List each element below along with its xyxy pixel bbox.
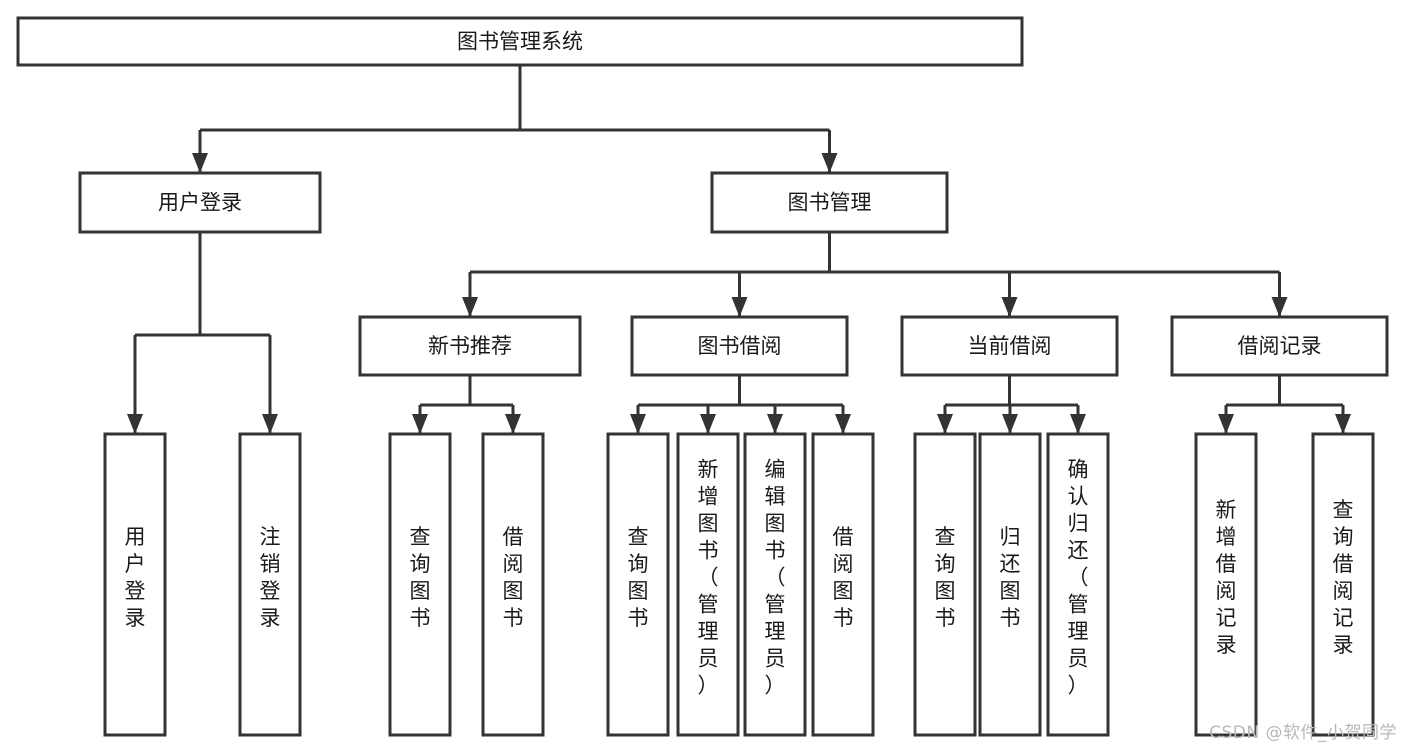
- arrow-head-icon: [731, 297, 748, 317]
- arrow-head-icon: [1271, 297, 1288, 317]
- node-level2[interactable]: 图书管理: [710, 171, 949, 234]
- arrow-head-icon: [1001, 297, 1018, 317]
- node-leaf[interactable]: 查询图书: [606, 432, 670, 737]
- node-label: 查询借阅记录: [1333, 498, 1354, 657]
- node-leaf[interactable]: 借阅图书: [811, 432, 875, 737]
- arrow-head-icon: [412, 414, 428, 434]
- node-leaf[interactable]: 编辑图书（管理员）: [743, 432, 807, 737]
- node-rect[interactable]: [978, 432, 1042, 737]
- node-rect[interactable]: [811, 432, 875, 737]
- arrow-head-icon: [505, 414, 521, 434]
- node-leaf[interactable]: 查询图书: [388, 432, 452, 737]
- node-leaf[interactable]: 借阅图书: [481, 432, 545, 737]
- arrow-head-icon: [835, 414, 851, 434]
- node-rect[interactable]: [238, 432, 302, 737]
- node-leaf[interactable]: 确认归还（管理员）: [1046, 432, 1110, 737]
- node-leaf[interactable]: 归还图书: [978, 432, 1042, 737]
- edges-layer: [127, 65, 1351, 434]
- node-rect[interactable]: [388, 432, 452, 737]
- arrow-head-icon: [127, 414, 143, 434]
- arrow-head-icon: [700, 414, 716, 434]
- node-rect[interactable]: [1046, 432, 1110, 737]
- arrow-head-icon: [937, 414, 953, 434]
- node-label: 归还图书: [1000, 525, 1021, 630]
- node-label: 编辑图书（管理员）: [765, 458, 786, 698]
- node-label: 借阅记录: [1238, 334, 1322, 358]
- node-rect[interactable]: [103, 432, 167, 737]
- node-label: 新增图书（管理员）: [698, 458, 719, 698]
- arrow-head-icon: [192, 153, 208, 173]
- node-level3[interactable]: 借阅记录: [1170, 315, 1389, 377]
- arrow-head-icon: [262, 414, 278, 434]
- arrow-head-icon: [1002, 414, 1018, 434]
- node-rect[interactable]: [1311, 432, 1375, 737]
- node-label: 查询图书: [410, 525, 431, 630]
- node-root[interactable]: 图书管理系统: [16, 16, 1024, 67]
- node-label: 图书管理系统: [457, 30, 583, 54]
- node-label: 借阅图书: [503, 525, 524, 630]
- node-level3[interactable]: 新书推荐: [358, 315, 582, 377]
- node-label: 图书管理: [788, 191, 872, 215]
- node-leaf[interactable]: 新增借阅记录: [1194, 432, 1258, 737]
- node-rect[interactable]: [743, 432, 807, 737]
- node-rect[interactable]: [676, 432, 740, 737]
- node-label: 新书推荐: [428, 334, 512, 358]
- node-label: 注销登录: [260, 525, 281, 630]
- node-label: 新增借阅记录: [1216, 498, 1237, 657]
- node-leaf[interactable]: 新增图书（管理员）: [676, 432, 740, 737]
- node-rect[interactable]: [900, 315, 1119, 377]
- arrow-head-icon: [821, 153, 838, 173]
- node-rect[interactable]: [358, 315, 582, 377]
- node-rect[interactable]: [481, 432, 545, 737]
- node-label: 图书借阅: [698, 334, 782, 358]
- node-rect[interactable]: [913, 432, 977, 737]
- arrow-head-icon: [767, 414, 783, 434]
- node-rect[interactable]: [606, 432, 670, 737]
- arrow-head-icon: [462, 297, 478, 317]
- node-rect[interactable]: [78, 171, 322, 234]
- arrow-head-icon: [630, 414, 646, 434]
- arrow-head-icon: [1218, 414, 1234, 434]
- node-label: 借阅图书: [833, 525, 854, 630]
- node-rect[interactable]: [1170, 315, 1389, 377]
- arrow-head-icon: [1335, 414, 1351, 434]
- node-label: 查询图书: [628, 525, 649, 630]
- node-level3[interactable]: 当前借阅: [900, 315, 1119, 377]
- nodes-layer: 图书管理系统用户登录图书管理新书推荐图书借阅当前借阅借阅记录用户登录注销登录查询…: [16, 16, 1389, 737]
- node-label: 当前借阅: [968, 334, 1052, 358]
- node-label: 用户登录: [125, 525, 146, 630]
- node-leaf[interactable]: 用户登录: [103, 432, 167, 737]
- node-rect[interactable]: [1194, 432, 1258, 737]
- node-label: 查询图书: [935, 525, 956, 630]
- node-rect[interactable]: [630, 315, 849, 377]
- node-level2[interactable]: 用户登录: [78, 171, 322, 234]
- node-leaf[interactable]: 查询借阅记录: [1311, 432, 1375, 737]
- node-leaf[interactable]: 注销登录: [238, 432, 302, 737]
- node-label: 确认归还（管理员）: [1068, 458, 1089, 698]
- node-leaf[interactable]: 查询图书: [913, 432, 977, 737]
- node-label: 用户登录: [158, 191, 242, 215]
- node-rect[interactable]: [710, 171, 949, 234]
- node-rect[interactable]: [16, 16, 1024, 67]
- arrow-head-icon: [1070, 414, 1086, 434]
- node-level3[interactable]: 图书借阅: [630, 315, 849, 377]
